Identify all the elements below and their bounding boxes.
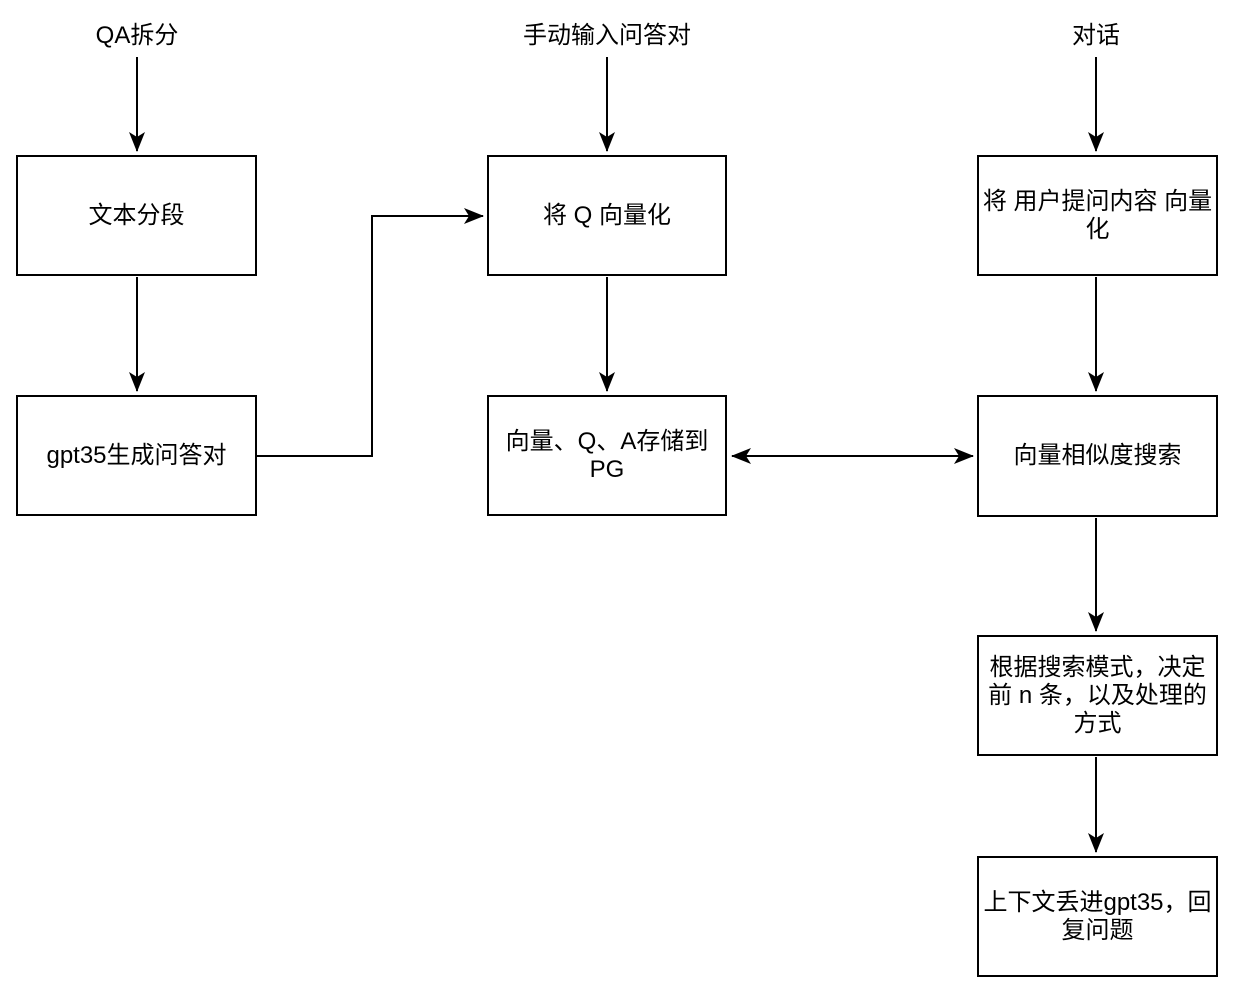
node-vectorize-q: 将 Q 向量化 (487, 155, 727, 276)
node-vectorize-user-question-label: 将 用户提问内容 向量 化 (982, 187, 1213, 243)
node-gpt35-generate-qa: gpt35生成问答对 (16, 395, 257, 516)
node-search-mode-decision: 根据搜索模式，决定 前 n 条，以及处理的 方式 (977, 635, 1218, 756)
node-vectorize-q-label: 将 Q 向量化 (542, 201, 671, 229)
node-search-mode-decision-label: 根据搜索模式，决定 前 n 条，以及处理的 方式 (988, 653, 1207, 737)
node-text-segmentation: 文本分段 (16, 155, 257, 276)
node-gpt35-reply: 上下文丢进gpt35，回 复问题 (977, 856, 1218, 977)
node-vector-similarity-search: 向量相似度搜索 (977, 395, 1218, 517)
node-store-to-pg: 向量、Q、A存储到 PG (487, 395, 727, 516)
node-gpt35-reply-label: 上下文丢进gpt35，回 复问题 (983, 888, 1212, 944)
entry-label-qa-split: QA拆分 (95, 22, 179, 49)
entry-label-manual-qa: 手动输入问答对 (523, 22, 691, 49)
node-gpt35-generate-qa-label: gpt35生成问答对 (46, 441, 227, 469)
node-vector-similarity-search-label: 向量相似度搜索 (1013, 442, 1182, 469)
edge-gpt35-generate-qa-to-vectorize-q (257, 208, 484, 457)
node-text-segmentation-label: 文本分段 (88, 201, 185, 229)
node-vectorize-user-question: 将 用户提问内容 向量 化 (977, 155, 1218, 276)
entry-label-chat: 对话 (1072, 22, 1120, 49)
node-store-to-pg-label: 向量、Q、A存储到 PG (505, 427, 709, 483)
